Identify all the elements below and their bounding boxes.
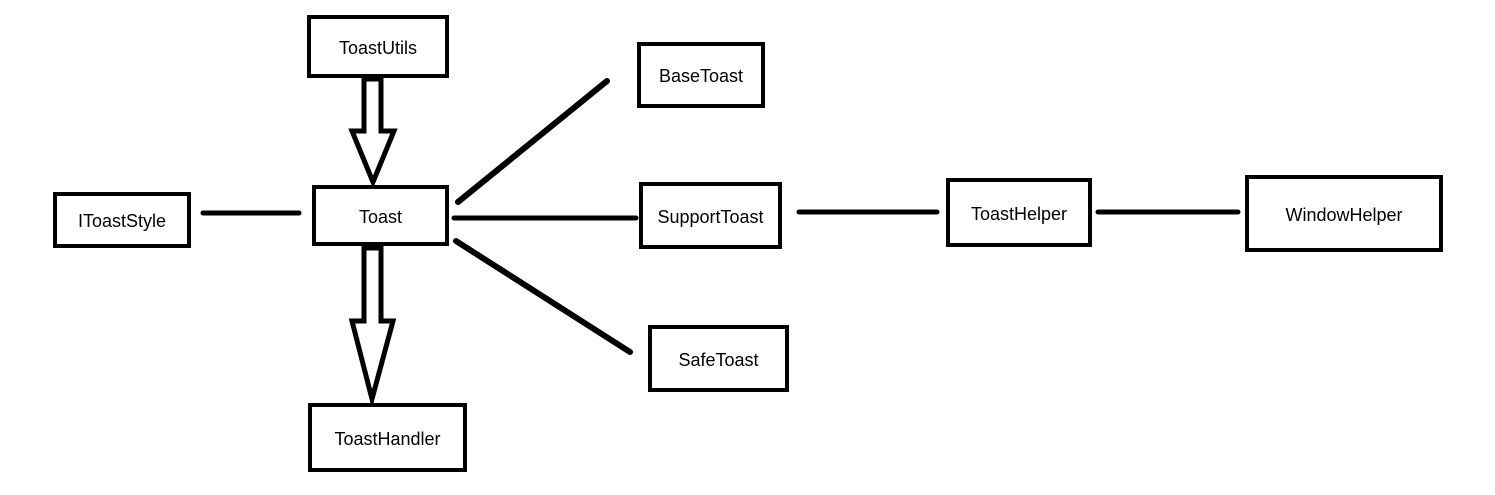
node-supporttoast: SupportToast xyxy=(639,182,782,249)
node-basetoast-label: BaseToast xyxy=(658,66,744,86)
node-toastutils: ToastUtils xyxy=(307,15,449,78)
edge-toast-toasthandler-block-arrow xyxy=(348,245,397,409)
node-basetoast: BaseToast xyxy=(637,42,765,108)
node-toast-label: Toast xyxy=(358,206,403,227)
node-toasthandler: ToastHandler xyxy=(308,403,467,472)
node-windowhelper: WindowHelper xyxy=(1245,175,1443,252)
node-toasthandler-label: ToastHandler xyxy=(334,428,441,449)
node-safetoast: SafeToast xyxy=(648,325,789,392)
node-toasthelper: ToastHelper xyxy=(946,178,1092,247)
edge-toast-basetoast-line xyxy=(455,78,610,205)
node-supporttoast-label: SupportToast xyxy=(657,206,764,227)
node-itoaststyle-label: IToastStyle xyxy=(77,211,167,231)
node-windowhelper-label: WindowHelper xyxy=(1285,204,1403,225)
node-toast: Toast xyxy=(312,185,449,246)
node-toasthelper-label: ToastHelper xyxy=(970,203,1068,224)
node-safetoast-label: SafeToast xyxy=(678,349,759,370)
edge-toastutils-toast-block-arrow xyxy=(348,76,398,189)
node-toastutils-label: ToastUtils xyxy=(338,37,418,58)
edge-toast-safetoast-line xyxy=(453,238,633,355)
node-itoaststyle: IToastStyle xyxy=(53,192,191,248)
